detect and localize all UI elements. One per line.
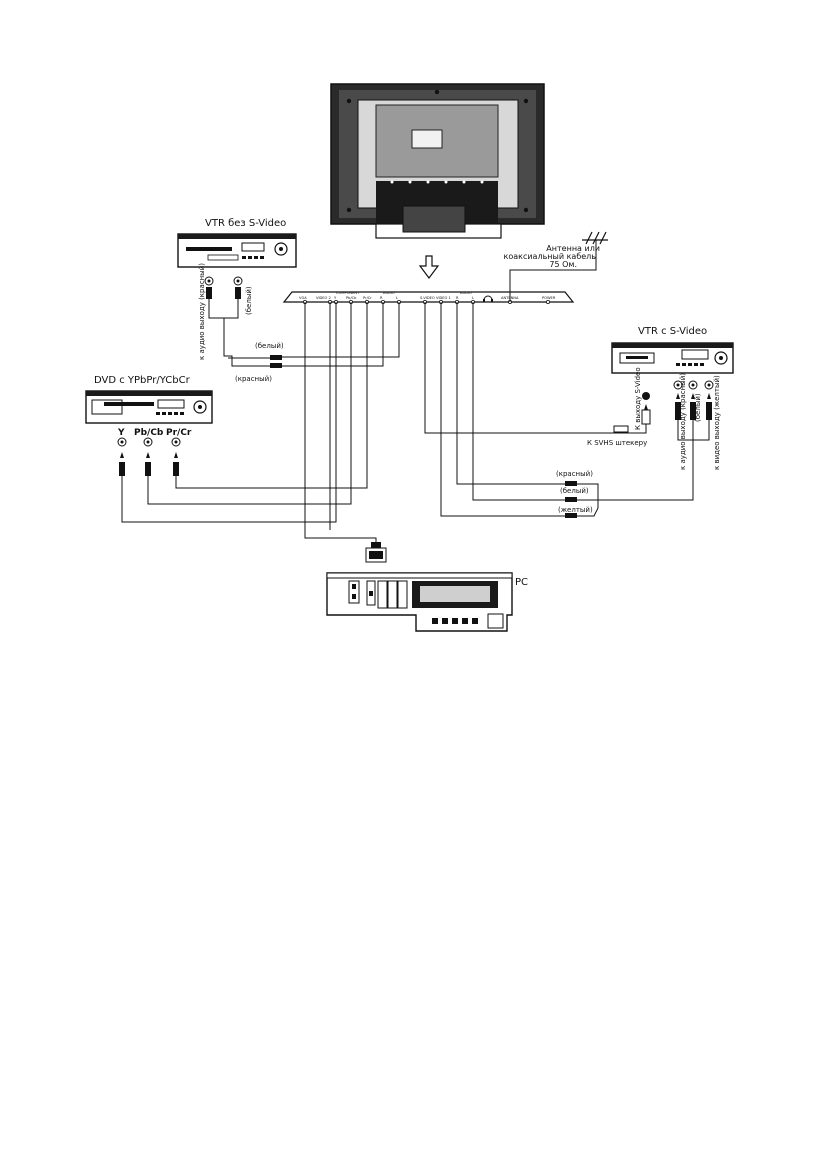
dvd-device — [85, 390, 213, 424]
mid-white-label: (белый) — [255, 342, 284, 350]
rca-plugs-mid — [270, 355, 282, 368]
antenna-icon — [509, 231, 608, 302]
panel-label-y: Y — [334, 296, 337, 300]
vtr-no-svideo-white-label: (белый) — [245, 286, 253, 315]
right-yellow-label: (желтый) — [558, 506, 593, 514]
right-red-label: (красный) — [556, 470, 593, 478]
video-out-yellow-label: к видео выходу (желтый) — [713, 375, 721, 470]
panel-label-l1: L — [396, 296, 398, 300]
vtr-svideo-jacks — [641, 380, 714, 425]
antenna-label-line3: 75 Ом. — [549, 260, 577, 269]
panel-label-video2: VIDEO 2 — [316, 296, 331, 300]
vtr-no-svideo-red-label: к аудио выходу (красный) — [198, 263, 206, 360]
panel-label-component: COMPONENT — [336, 291, 360, 295]
panel-label-video1: VIDEO 1 — [436, 296, 451, 300]
pc-label: PC — [515, 577, 528, 588]
headphone-icon — [483, 295, 493, 302]
dvd-pb-label: Pb/Cb — [134, 428, 164, 438]
white-right-label: (белый) — [694, 393, 702, 422]
panel-label-power: POWER — [542, 296, 556, 300]
rca-plugs-right — [565, 481, 577, 518]
tv-rear-view — [330, 83, 545, 239]
svhs-plug — [613, 425, 629, 433]
right-white-label: (белый) — [560, 487, 589, 495]
antenna-label-line1: Антенна или — [546, 244, 600, 253]
antenna-label-line2: коаксиальный кабель — [504, 252, 597, 261]
panel-label-l2: L — [472, 296, 474, 300]
vtr-svideo-title: VTR с S-Video — [638, 326, 707, 337]
vtr-no-svideo-title: VTR без S-Video — [205, 218, 286, 229]
panel-label-audio1: AUDIO — [383, 291, 395, 295]
panel-label-vga: VGA — [299, 296, 307, 300]
vtr-no-svideo-device — [177, 233, 297, 268]
connector-panel: VGA VIDEO 2 COMPONENT Y Pb/Cb Pr/Cr AUDI… — [282, 291, 575, 304]
panel-label-pbcb: Pb/Cb — [346, 296, 357, 300]
dvd-jacks — [117, 437, 181, 476]
svideo-out-label: К выходу S-Video — [634, 367, 642, 430]
mid-red-label: (красный) — [235, 375, 272, 383]
vtr-no-svideo-jacks — [204, 276, 243, 299]
down-arrow-icon — [418, 255, 440, 279]
vtr-svideo-device — [611, 342, 734, 374]
pc-device — [326, 572, 513, 632]
svhs-plug-label: К SVHS штекеру — [587, 439, 647, 447]
panel-label-audio2: AUDIO — [460, 291, 472, 295]
vga-plug-icon — [365, 542, 387, 563]
dvd-title: DVD с YPbPr/YCbCr — [94, 375, 191, 386]
panel-label-svideo: S-VIDEO — [420, 296, 435, 300]
panel-label-r1: R — [380, 296, 383, 300]
dvd-y-label: Y — [117, 428, 125, 438]
dvd-pr-label: Pr/Cr — [166, 428, 192, 438]
audio-out-red-label: к аудио выходу (красный) — [679, 373, 687, 470]
panel-label-r2: R — [456, 296, 459, 300]
panel-label-prcr: Pr/Cr — [363, 296, 372, 300]
